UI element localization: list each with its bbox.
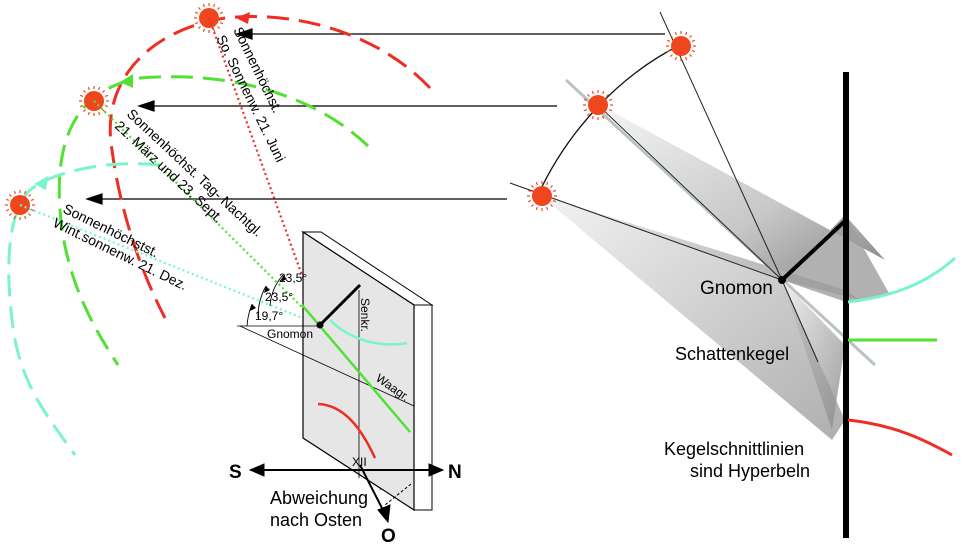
abweichung-line2: nach Osten (270, 510, 362, 530)
horizontal-arrows (85, 28, 665, 205)
equinox-label-line1: Sonnenhöchst. Tag- Nachtgl. (124, 105, 266, 239)
gnomon-tip-large (778, 276, 786, 284)
waagr-line (239, 325, 415, 407)
sun-paths (7, 15, 432, 456)
angle-label-2: 23,5° (265, 290, 293, 304)
ray-equinox (597, 104, 783, 281)
senkr-label: Senkr. (358, 298, 372, 332)
kegel-label-line2: sind Hyperbeln (690, 461, 810, 481)
dir-n-label: N (448, 462, 462, 483)
ray-summer (659, 11, 783, 281)
gnomon-big-label: Gnomon (700, 278, 773, 299)
hyperbola-winter (847, 256, 957, 304)
ray-summer-lower (781, 279, 819, 363)
angle-label-1: 23,5° (279, 271, 307, 285)
path-winter (7, 162, 161, 456)
angle-label-3: 19,7° (255, 309, 283, 323)
xii-label: XII (352, 455, 367, 469)
shadow-cone-middle (540, 195, 845, 440)
shadow-cone-left (540, 195, 860, 300)
dir-s-label: S (229, 462, 242, 483)
abweichung-line1: Abweichung (270, 488, 368, 508)
board-curve-winter (329, 319, 408, 346)
path-arrowheads (34, 12, 250, 190)
shadow-cone-section: Gnomon Schattenkegel Kegelschnittlinien … (509, 11, 957, 538)
kegel-label-line1: Kegelschnittlinien (664, 439, 804, 459)
path-summer (108, 15, 432, 319)
axis-grey-line (564, 78, 877, 367)
direction-arrows (248, 463, 445, 524)
board-right-edge (413, 304, 433, 511)
board-curve-summer (317, 402, 377, 459)
gnomon-tip-small (316, 321, 324, 329)
angle-arcs (246, 274, 284, 327)
gnomon-rod-small (318, 283, 362, 327)
gnomon-rod-large (780, 218, 848, 282)
hyperbola-summer (847, 418, 953, 457)
sun-summer-right (665, 30, 697, 62)
shadow-cone-right (782, 215, 890, 302)
dir-o-label: O (381, 526, 396, 547)
gnomon-small-label: Gnomon (267, 327, 313, 341)
equinox-label-line2: 21. März und 23. Sept. (112, 117, 227, 225)
sun-equinox-right (582, 89, 614, 121)
path-equinox (57, 75, 370, 366)
schattenkegel-label: Schattenkegel (675, 344, 789, 364)
ray-winter (509, 182, 783, 281)
sundial-board: 23,5° 23,5° 19,7° Gnomon Senkr. Waagr. X… (237, 230, 434, 512)
